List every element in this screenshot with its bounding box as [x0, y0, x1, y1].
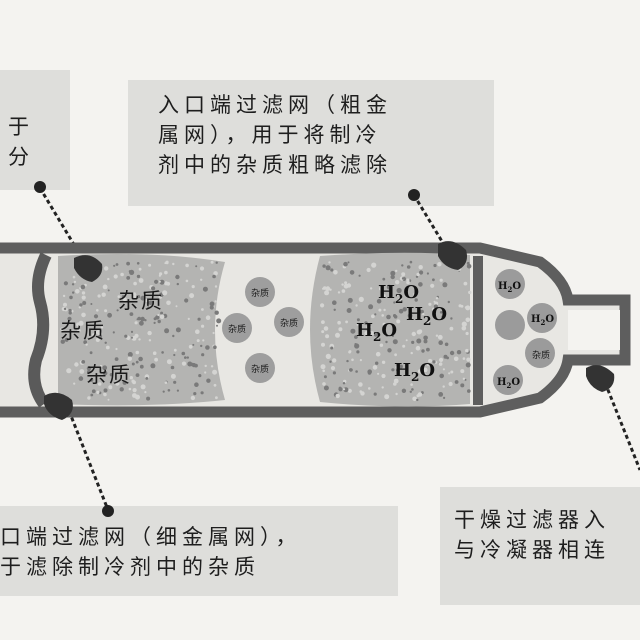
particle-label-2: 杂质 [228, 323, 246, 335]
pointer-icon-1 [74, 255, 103, 282]
impurity-label-3: 杂质 [86, 363, 132, 387]
particle-4 [245, 353, 275, 383]
water-label-4: H2O [394, 360, 435, 384]
callout-drier-inlet: 干燥过滤器入 与冷凝器相连 [440, 487, 640, 605]
leader-line-bottom-left [62, 397, 110, 511]
callout-top-left: 于 分 [0, 70, 70, 190]
water-label-7: H2O [497, 377, 520, 390]
impurity-label-2: 杂质 [60, 319, 106, 343]
leader-dot-top-left [34, 181, 46, 193]
granule-texture [60, 260, 472, 402]
desiccant-label: 杂质 [532, 349, 550, 361]
vessel [0, 242, 631, 418]
pointer-icon-3 [44, 392, 73, 420]
callout-outlet-fine-filter: 口端过滤网（细金属网）， 于滤除制冷剂中的杂质 [0, 506, 398, 596]
outlet-pipe [568, 310, 620, 350]
leader-dot-top-mid [408, 189, 420, 201]
particle-label-3: 杂质 [280, 317, 298, 329]
water-label-5: H2O [498, 281, 521, 294]
water-label-1: H2O [378, 282, 419, 306]
callout-inlet-coarse-filter: 入口端过滤网（粗金 属网），用于将制冷 剂中的杂质粗略滤除 [128, 80, 494, 206]
desiccant-balls [493, 269, 557, 395]
impurity-particles [222, 277, 304, 383]
pointer-icon-2 [438, 241, 467, 270]
pointer-icons [44, 241, 615, 420]
particle-1 [245, 277, 275, 307]
water-label-6: H2O [531, 314, 554, 327]
particle-3 [274, 307, 304, 337]
leader-line-top-mid [412, 194, 454, 259]
inlet-screen [28, 252, 52, 408]
granule-zone-left [58, 254, 225, 406]
impurity-label-1: 杂质 [118, 289, 164, 313]
water-labels: H2O H2O H2O H2O H2O H2O H2O [356, 281, 554, 390]
impurity-labels: 杂质 杂质 杂质 [60, 289, 164, 387]
granule-zone-right [310, 252, 470, 407]
leader-dots [34, 181, 420, 517]
particle-labels: 杂质 杂质 杂质 杂质 杂质 [228, 287, 550, 375]
water-label-3: H2O [356, 320, 397, 344]
particle-2 [222, 313, 252, 343]
pointer-icon-4 [586, 365, 615, 392]
particle-label-4: 杂质 [251, 363, 269, 375]
particle-label-1: 杂质 [251, 287, 269, 299]
leader-dot-bottom-left [102, 505, 114, 517]
water-label-2: H2O [406, 304, 447, 328]
